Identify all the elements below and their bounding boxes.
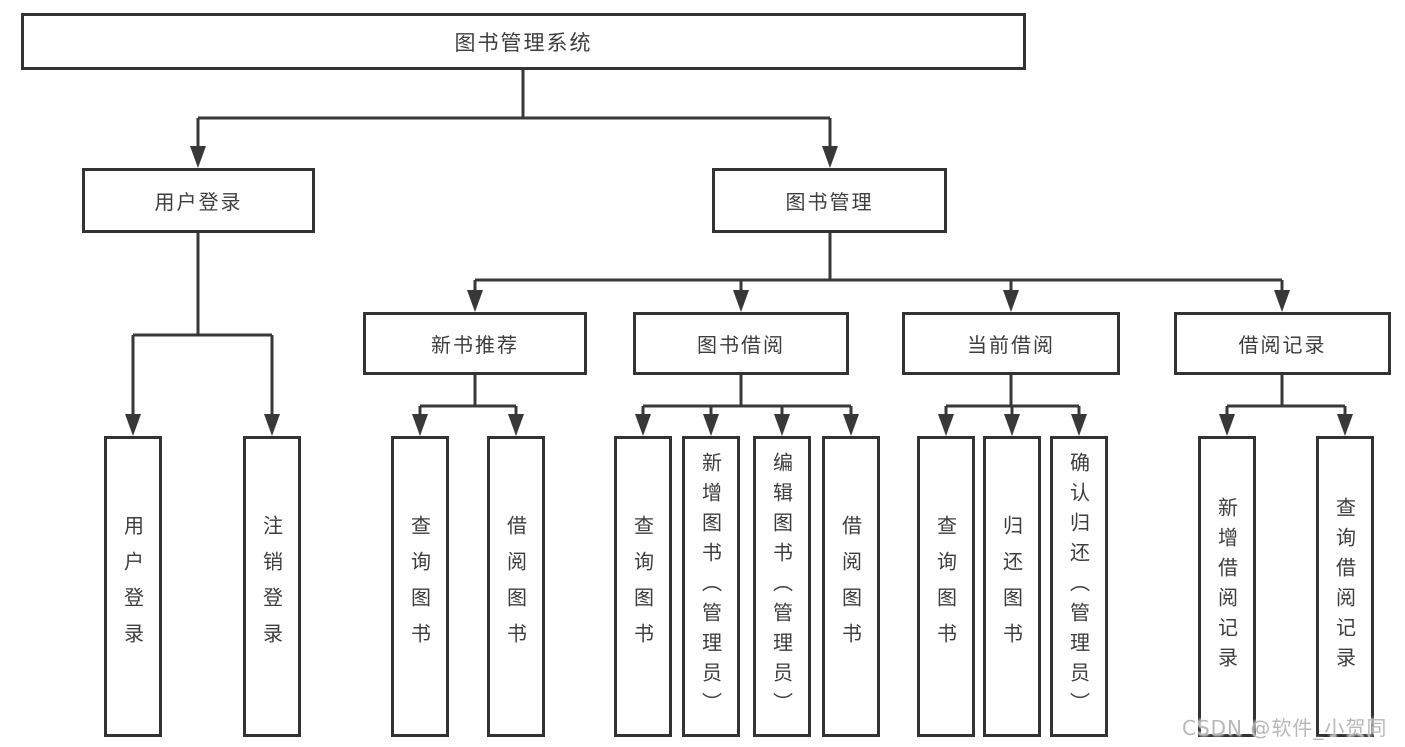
leaf-logout: 注销登录 xyxy=(243,436,301,737)
leaf-query-books-borrowing: 查询图书 xyxy=(614,436,672,737)
leaf-borrow-books-recommend: 借阅图书 xyxy=(487,436,545,737)
node-current-borrowing: 当前借阅 xyxy=(902,312,1120,375)
leaf-add-books-admin: 新增图书（管理员） xyxy=(682,436,740,737)
arrow-down-icon xyxy=(1219,414,1235,436)
leaf-query-books-recommend: 查询图书 xyxy=(391,436,449,737)
leaf-user-login: 用户登录 xyxy=(104,436,162,737)
edge-book-mgmt-to-level3 xyxy=(473,233,1284,294)
arrow-down-icon xyxy=(190,146,206,168)
arrow-down-icon xyxy=(125,414,141,436)
edge-user-login-to-leaves xyxy=(131,233,274,418)
arrow-down-icon xyxy=(703,414,719,436)
edge-root-to-level2 xyxy=(196,70,832,150)
node-borrow-records: 借阅记录 xyxy=(1174,312,1391,375)
arrow-down-icon xyxy=(1337,414,1353,436)
node-book-management: 图书管理 xyxy=(712,168,947,233)
leaf-query-books-current: 查询图书 xyxy=(917,436,975,737)
leaf-query-borrow-record: 查询借阅记录 xyxy=(1316,436,1374,737)
arrow-down-icon xyxy=(508,414,524,436)
node-user-login: 用户登录 xyxy=(82,168,315,233)
node-library-system: 图书管理系统 xyxy=(21,13,1026,70)
leaf-confirm-return-admin: 确认归还（管理员） xyxy=(1050,436,1108,737)
node-new-book-recommend: 新书推荐 xyxy=(363,312,587,375)
arrowheads xyxy=(125,146,1353,436)
arrow-down-icon xyxy=(733,290,749,312)
arrow-down-icon xyxy=(412,414,428,436)
leaf-borrow-books-borrowing: 借阅图书 xyxy=(822,436,880,737)
csdn-watermark: CSDN @软件_小贺同学 xyxy=(1182,716,1388,747)
arrow-down-icon xyxy=(843,414,859,436)
leaf-edit-books-admin: 编辑图书（管理员） xyxy=(753,436,811,737)
arrow-down-icon xyxy=(1071,414,1087,436)
arrow-down-icon xyxy=(938,414,954,436)
arrow-down-icon xyxy=(467,290,483,312)
arrow-down-icon xyxy=(774,414,790,436)
arrow-down-icon xyxy=(1004,414,1020,436)
edge-book-borrow-to-leaves xyxy=(641,375,853,418)
arrow-down-icon xyxy=(264,414,280,436)
node-book-borrowing: 图书借阅 xyxy=(633,312,849,375)
edge-new-book-to-leaves xyxy=(418,375,518,418)
arrow-down-icon xyxy=(1274,290,1290,312)
arrow-down-icon xyxy=(1003,290,1019,312)
arrow-down-icon xyxy=(822,146,838,168)
edge-current-borrow-to-leaves xyxy=(944,375,1081,418)
edge-borrow-records-to-leaves xyxy=(1225,375,1347,418)
leaf-return-books: 归还图书 xyxy=(983,436,1041,737)
arrow-down-icon xyxy=(635,414,651,436)
leaf-add-borrow-record: 新增借阅记录 xyxy=(1198,436,1256,737)
